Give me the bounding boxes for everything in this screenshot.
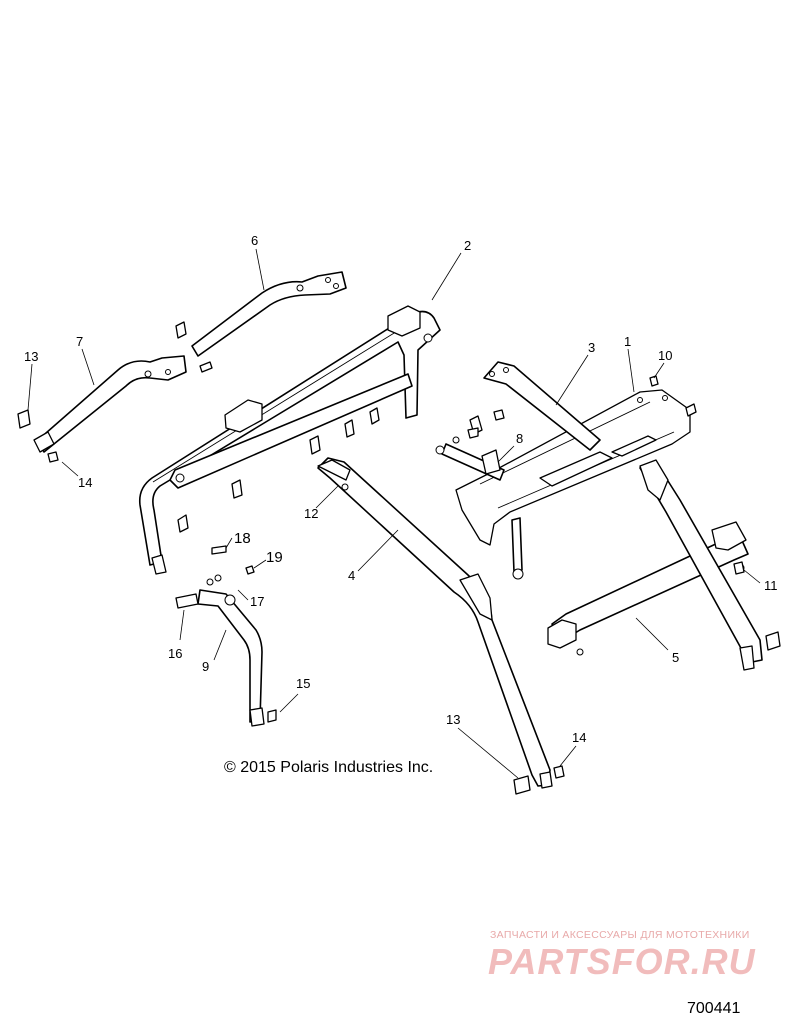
watermark-tagline: ЗАПЧАСТИ И АКСЕССУАРЫ ДЛЯ МОТОТЕХНИКИ <box>490 929 750 941</box>
rear-upper-tube <box>467 361 601 451</box>
callout-16: 16 <box>168 646 182 661</box>
callout-18: 18 <box>234 530 251 547</box>
callout-6: 6 <box>251 233 258 248</box>
callout-12: 12 <box>304 506 318 521</box>
callout-3: 3 <box>588 340 595 355</box>
callout-15: 15 <box>296 676 310 691</box>
callout-8: 8 <box>516 431 523 446</box>
upper-brace <box>175 271 347 373</box>
callout-7: 7 <box>76 334 83 349</box>
callout-labels: 1 2 3 4 5 6 7 8 9 10 11 12 13 14 15 16 1… <box>24 233 778 745</box>
side-brace <box>17 355 187 463</box>
callout-17: 17 <box>250 594 264 609</box>
bottom-fasteners <box>513 375 745 795</box>
diagonal-tube <box>317 457 553 789</box>
callout-9: 9 <box>202 659 209 674</box>
callout-4: 4 <box>348 568 355 583</box>
callout-13-bottom: 13 <box>446 712 460 727</box>
callout-5: 5 <box>672 650 679 665</box>
rear-leg <box>639 459 781 671</box>
callout-14-bottom: 14 <box>572 730 586 745</box>
callout-13: 13 <box>24 349 38 364</box>
callout-1: 1 <box>624 334 631 349</box>
callout-11: 11 <box>764 578 778 593</box>
strut <box>435 436 524 580</box>
watermark-logo: PARTSFOR.RU <box>488 941 756 982</box>
leader-lines <box>27 248 761 779</box>
callout-2: 2 <box>464 238 471 253</box>
callout-10: 10 <box>658 348 672 363</box>
figure-number: 700441 <box>687 1000 741 1017</box>
copyright-notice: © 2015 Polaris Industries Inc. <box>224 759 434 776</box>
roof-cross-member <box>455 389 697 546</box>
callout-19: 19 <box>266 549 283 566</box>
small-side-bar <box>175 545 277 727</box>
callout-14: 14 <box>78 475 92 490</box>
front-roll-bar <box>138 305 441 575</box>
